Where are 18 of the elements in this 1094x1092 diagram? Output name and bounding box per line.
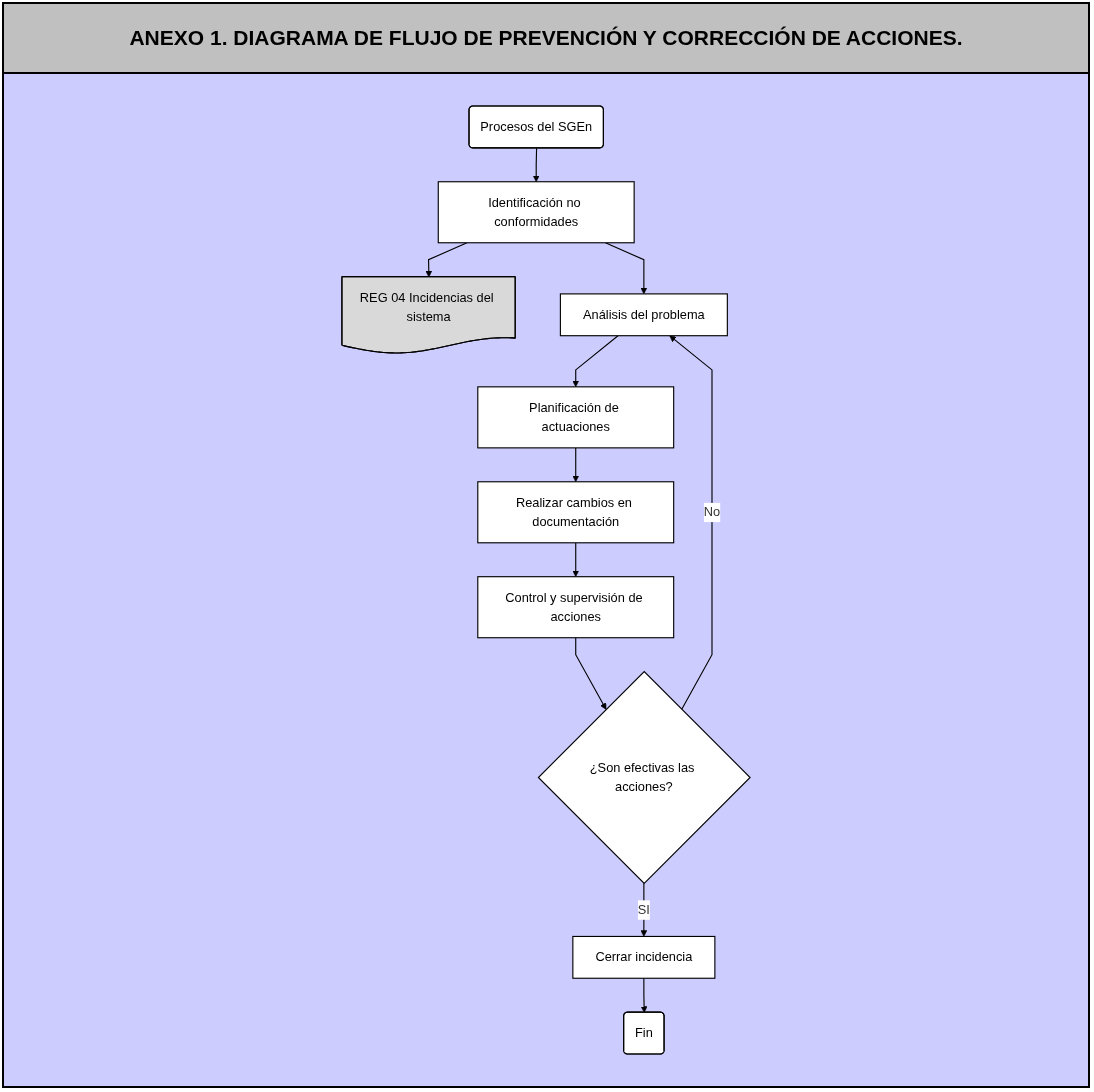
arrow <box>640 977 648 1013</box>
arrow <box>604 242 648 295</box>
arrow <box>572 542 580 577</box>
node-box: Análisis del problema <box>559 293 728 337</box>
arrow <box>532 147 540 183</box>
arrow <box>572 335 619 388</box>
diagram-title: ANEXO 1. DIAGRAMA DE FLUJO DE PREVENCIÓN Y CORRECCIÓN DE ACCIONES. <box>4 4 1088 74</box>
node-box: Cerrar incidencia <box>572 935 716 979</box>
arrow <box>669 335 713 710</box>
node-box: Planificación de actuaciones <box>477 386 675 449</box>
node-box: Control y supervisión de acciones <box>477 576 675 639</box>
edge-label: No <box>703 504 721 520</box>
edge-label: SI <box>637 902 650 917</box>
node-box: Realizar cambios en documentación <box>477 481 675 544</box>
node-diamond: ¿Son efectivas las acciones? <box>537 670 751 885</box>
node-box: Identificación no conformidades <box>437 181 635 244</box>
arrow <box>575 637 607 710</box>
arrow <box>572 447 580 483</box>
